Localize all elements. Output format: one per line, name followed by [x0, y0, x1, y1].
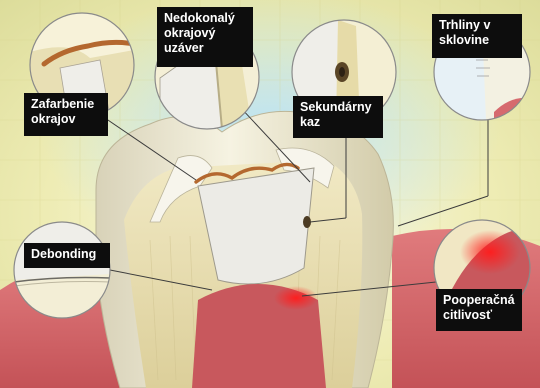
label-enamel-cracks: Trhliny v sklovine — [432, 14, 522, 58]
pulp-inflammation — [274, 286, 318, 310]
callout-debonding — [14, 222, 110, 318]
composite-restoration — [198, 168, 314, 284]
label-postop-sensitivity: Pooperačná citlivosť — [436, 289, 522, 331]
caries-spot — [303, 216, 311, 228]
tooth — [96, 111, 393, 388]
label-marginal-staining: Zafarbenie okrajov — [24, 93, 108, 136]
label-secondary-caries: Sekundárny kaz — [293, 96, 383, 138]
label-debonding: Debonding — [24, 243, 110, 268]
label-incomplete-seal: Nedokonalý okrajový uzáver — [157, 7, 253, 67]
